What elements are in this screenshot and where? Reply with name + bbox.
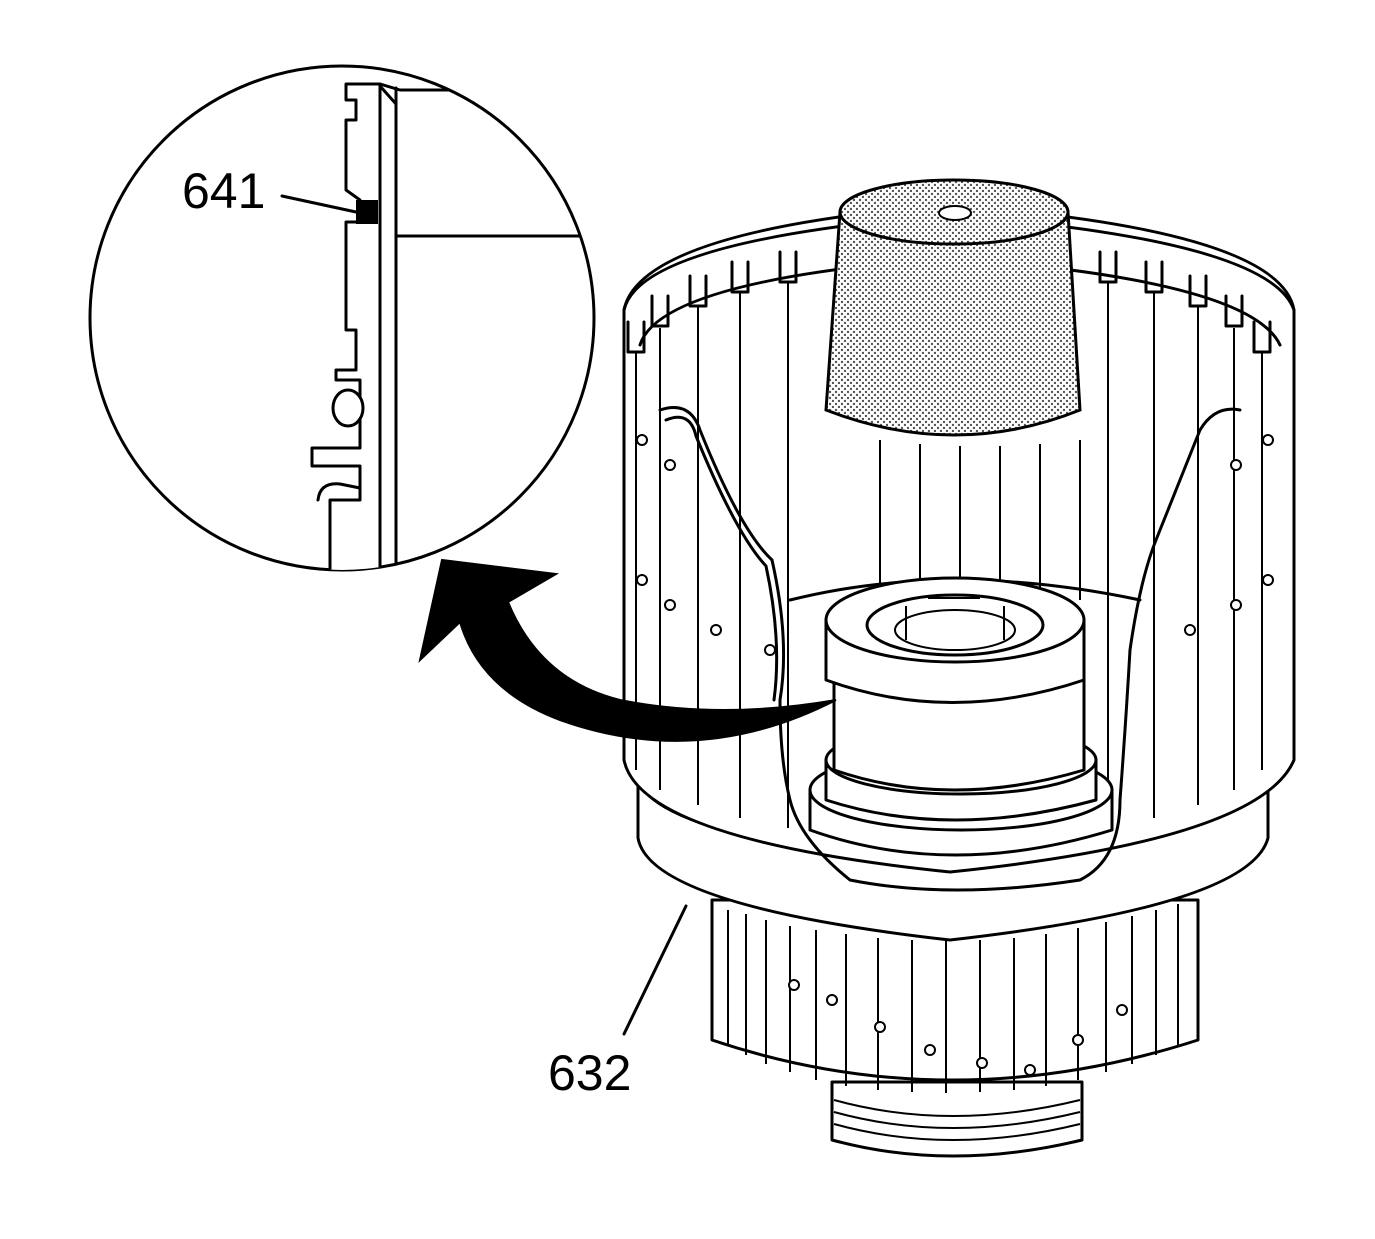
leader-632	[622, 904, 688, 1036]
center-hub	[808, 576, 1114, 857]
detail-magnifier	[88, 64, 596, 572]
leader-lines	[280, 194, 688, 1036]
callout-632: 632	[548, 1045, 631, 1101]
callout-641: 641	[182, 163, 265, 219]
filter-cap	[824, 178, 1082, 437]
wire-tool	[658, 406, 1242, 892]
leader-641	[280, 194, 358, 214]
lower-drum	[636, 776, 1270, 1158]
curved-arrow-icon	[418, 558, 837, 742]
